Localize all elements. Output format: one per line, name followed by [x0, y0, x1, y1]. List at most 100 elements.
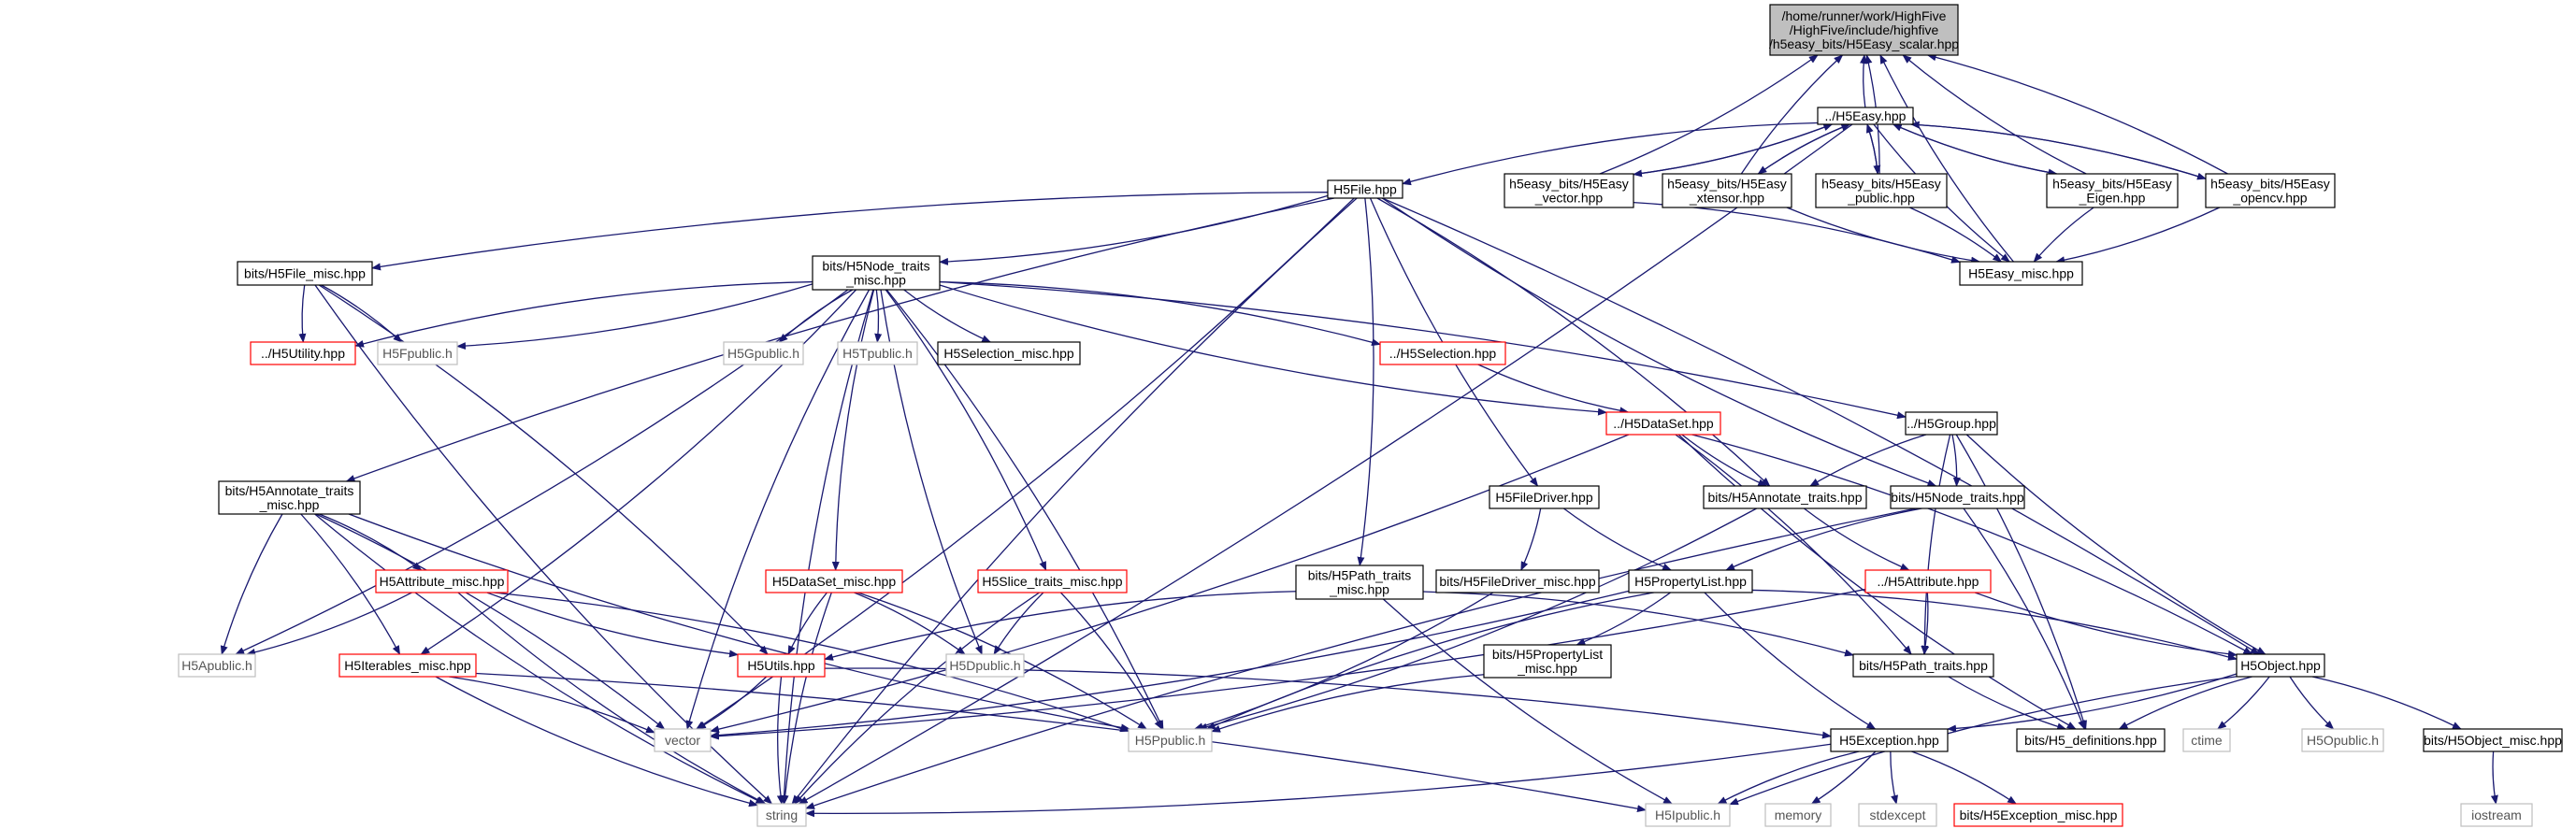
node-dataset-misc[interactable]: H5DataSet_misc.hpp [765, 569, 903, 593]
node-iterables-misc[interactable]: H5Iterables_misc.hpp [338, 653, 477, 678]
node-box [1959, 261, 2083, 286]
node-label: H5Apublic.h [181, 658, 252, 673]
edge-h5object-to-ctime [2217, 676, 2270, 730]
edge-attribute_misc-to-string [457, 592, 767, 805]
node-node-traits-misc[interactable]: bits/H5Node_traits_misc.hpp [812, 255, 941, 291]
node-box [1852, 653, 1994, 678]
node-file-misc[interactable]: bits/H5File_misc.hpp [237, 261, 373, 286]
node-h5apublic: H5Apublic.h [178, 653, 256, 678]
edge-h5group-to-h5object [1965, 434, 2267, 655]
edge-public_hpp-to-easy_misc [1909, 207, 2003, 263]
node-h5-definitions[interactable]: bits/H5_definitions.hpp [2016, 728, 2166, 752]
edge-h5group-to-h5_definitions [1955, 434, 2087, 730]
node-box [2205, 173, 2336, 208]
edge-h5selection-to-h5dataset [1477, 364, 1630, 415]
node-box [1764, 803, 1832, 827]
node-label: H5File.hpp [1333, 182, 1397, 197]
edge-h5attribute-to-h5object [1975, 592, 2238, 658]
node-h5utility[interactable]: ../H5Utility.hpp [250, 341, 356, 365]
node-property-list[interactable]: H5PropertyList.hpp [1628, 569, 1753, 593]
node-label: h5easy_bits/H5Easy_public.hpp [1821, 177, 1941, 206]
node-exception-misc[interactable]: bits/H5Exception_misc.hpp [1953, 803, 2123, 827]
node-label: ../H5Group.hpp [1907, 416, 1996, 431]
node-box [1815, 173, 1948, 208]
node-label: h5easy_bits/H5Easy_xtensor.hpp [1667, 177, 1787, 206]
node-attribute-misc[interactable]: H5Attribute_misc.hpp [375, 569, 509, 593]
node-box [2423, 728, 2563, 752]
node-label: H5Utils.hpp [747, 658, 815, 673]
edge-property_list_misc-to-h5ppublic [1211, 674, 1485, 733]
edge-iterables_misc-to-string [435, 676, 758, 808]
node-node-traits[interactable]: bits/H5Node_traits.hpp [1890, 485, 2025, 509]
node-h5group[interactable]: ../H5Group.hpp [1905, 411, 1998, 436]
node-h5exception[interactable]: H5Exception.hpp [1830, 728, 1949, 752]
node-public-hpp[interactable]: h5easy_bits/H5Easy_public.hpp [1815, 173, 1948, 208]
node-box [1645, 803, 1731, 827]
node-h5file[interactable]: H5File.hpp [1327, 179, 1403, 199]
edge-h5easy-to-root [1860, 54, 1867, 108]
node-label: H5Object.hpp [2240, 658, 2321, 673]
node-label: bits/H5File_misc.hpp [244, 266, 366, 281]
edge-h5exception-to-memory [1810, 750, 1877, 805]
edge-annotate_traits_misc-to-attribute_misc [319, 513, 423, 571]
node-vector-hpp[interactable]: h5easy_bits/H5Easy_vector.hpp [1504, 173, 1634, 208]
edge-h5object-to-h5_definitions [2118, 676, 2252, 730]
edge-path_traits_misc-to-path_traits [1422, 591, 1854, 657]
node-slice-traits-misc[interactable]: H5Slice_traits_misc.hpp [977, 569, 1128, 593]
node-h5dataset[interactable]: ../H5DataSet.hpp [1605, 411, 1721, 436]
edge-node_traits_misc-to-h5selection [939, 281, 1381, 347]
node-path-traits-misc[interactable]: bits/H5Path_traits_misc.hpp [1295, 565, 1424, 600]
node-annotate-traits-misc[interactable]: bits/H5Annotate_traits_misc.hpp [218, 480, 361, 515]
edge-slice_traits_misc-to-h5dpublic [993, 592, 1044, 655]
edge-vector_hpp-to-root [1599, 54, 1819, 175]
edge-h5exception-to-string [805, 743, 1832, 818]
file-nodes: /home/runner/work/HighFive/HighFive/incl… [178, 4, 2563, 827]
node-box [756, 803, 807, 827]
node-label: H5Opublic.h [2307, 733, 2379, 748]
node-xtensor-hpp[interactable]: h5easy_bits/H5Easy_xtensor.hpp [1662, 173, 1792, 208]
edge-h5easy-to-eigen_hpp [1892, 123, 2058, 177]
edge-h5dataset-to-h5object [1691, 434, 2253, 655]
node-eigen-hpp[interactable]: h5easy_bits/H5Easy_Eigen.hpp [2046, 173, 2179, 208]
node-path-traits[interactable]: bits/H5Path_traits.hpp [1852, 653, 1994, 678]
node-string: string [756, 803, 807, 827]
node-label: H5Easy_misc.hpp [1968, 266, 2074, 281]
node-selection-misc[interactable]: H5Selection_misc.hpp [937, 341, 1081, 365]
edge-node_traits_misc-to-dataset_misc [831, 289, 875, 571]
edge-h5object-to-h5opublic [2289, 676, 2335, 730]
edge-h5object-to-object_misc [2311, 676, 2462, 730]
node-easy-misc[interactable]: H5Easy_misc.hpp [1959, 261, 2083, 286]
node-label: bits/H5Path_traits_misc.hpp [1308, 568, 1412, 597]
node-label: H5Attribute_misc.hpp [380, 574, 505, 589]
node-h5utils[interactable]: H5Utils.hpp [737, 653, 826, 678]
node-label: h5easy_bits/H5Easy_Eigen.hpp [2052, 177, 2172, 206]
node-root[interactable]: /home/runner/work/HighFive/HighFive/incl… [1769, 4, 1959, 56]
node-box [178, 653, 256, 678]
edge-dataset_misc-to-h5utils [787, 592, 827, 655]
node-annotate-traits[interactable]: bits/H5Annotate_traits.hpp [1703, 485, 1867, 509]
node-box [218, 480, 361, 515]
edge-h5utils-to-string [776, 676, 784, 805]
node-box [1703, 485, 1867, 509]
node-object-misc[interactable]: bits/H5Object_misc.hpp [2423, 728, 2563, 752]
node-h5gpublic: H5Gpublic.h [723, 341, 804, 365]
node-h5attribute[interactable]: ../H5Attribute.hpp [1864, 569, 1992, 593]
node-h5selection[interactable]: ../H5Selection.hpp [1379, 341, 1506, 365]
node-h5easy[interactable]: ../H5Easy.hpp [1817, 107, 1914, 125]
node-file-driver[interactable]: H5FileDriver.hpp [1489, 485, 1600, 509]
node-opencv-hpp[interactable]: h5easy_bits/H5Easy_opencv.hpp [2205, 173, 2336, 208]
node-box [1379, 341, 1506, 365]
edge-node_traits_misc-to-selection_misc [903, 289, 992, 343]
edge-xtensor_hpp-to-h5easy [1757, 123, 1851, 175]
dependency-edges [220, 53, 2498, 818]
edge-xtensor_hpp-to-root [1740, 54, 1844, 175]
edge-property_list-to-h5ppublic [1205, 592, 1654, 730]
node-box [945, 653, 1025, 678]
node-h5object[interactable]: H5Object.hpp [2236, 653, 2325, 678]
node-property-list-misc[interactable]: bits/H5PropertyList_misc.hpp [1483, 644, 1612, 679]
node-file-driver-misc[interactable]: bits/H5FileDriver_misc.hpp [1435, 569, 1600, 593]
node-box [1953, 803, 2123, 827]
node-box [2236, 653, 2325, 678]
edge-property_list-to-property_list_misc [1576, 592, 1671, 646]
